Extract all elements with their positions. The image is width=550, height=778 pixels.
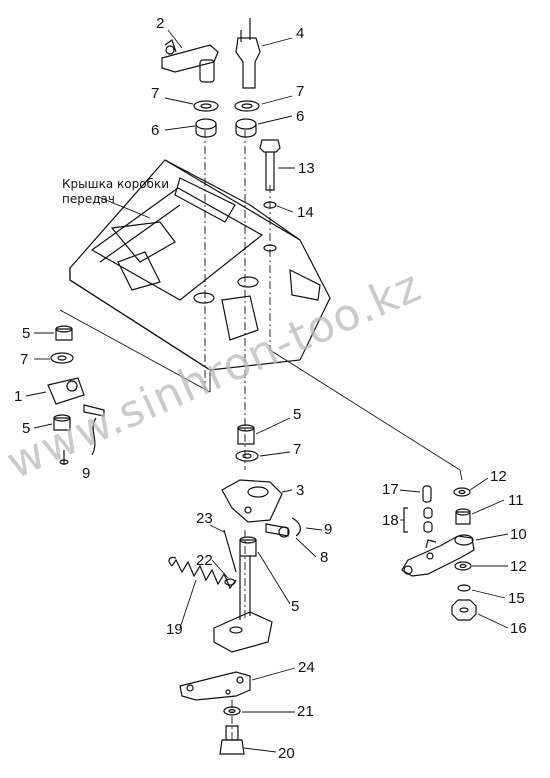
callout-label: 9 [324,521,333,538]
callout-label: 12 [490,468,507,485]
part-1-block [47,377,85,405]
lower-lever-block [213,556,273,653]
seal-6-right [235,118,257,138]
callout-label: 8 [320,549,329,566]
plate-24 [179,671,251,701]
bushing-5-lower-left [53,414,71,431]
callout-label: 7 [293,441,302,458]
callout-label: 2 [156,15,165,32]
part-3-bracket [221,479,283,523]
pin-8 [265,517,301,538]
washer-7-left-group [50,352,74,364]
cover-caption-line-2: передач [62,192,115,206]
seal-6-left [195,118,217,138]
bushing-11 [455,508,471,525]
callout-label: 7 [20,351,29,368]
callout-label: 18 [382,512,399,529]
callout-label: 14 [297,204,314,221]
washer-7-right [234,100,260,112]
callout-label: 13 [298,160,315,177]
pin-22 [224,578,236,586]
pins-18 [403,507,433,533]
callout-label: 11 [508,492,524,509]
callout-label: 20 [278,745,295,762]
bushing-5-lower [239,536,257,557]
callout-label: 16 [510,620,527,637]
callout-label: 6 [151,122,160,139]
pin-9-left [59,404,105,465]
o-ring-14 [263,201,277,209]
callout-label: 10 [510,526,527,543]
cover-caption-line-1: Крышка коробки [62,177,170,191]
callout-label: 7 [296,83,305,100]
callout-label: 4 [296,25,305,42]
washer-7-middle [235,450,259,462]
washer-21 [223,706,241,716]
callout-label: 24 [298,659,315,676]
leader-lines [59,309,463,481]
bushing-5-upper-left [55,325,73,341]
callout-label: 5 [22,325,31,342]
callout-label: 15 [508,590,525,607]
callout-label: 19 [166,621,183,638]
lever-10 [401,534,475,577]
callout-label: 5 [293,406,302,423]
callout-leaders [25,29,509,753]
part-2-lever [161,39,219,83]
callout-label: 1 [14,388,23,405]
callout-label: 3 [296,482,305,499]
bushing-5-middle [237,424,255,445]
pin-17 [422,485,432,503]
bolt-13 [259,139,281,191]
callout-label: 21 [297,703,314,720]
callout-label: 23 [196,510,213,527]
callout-label: 9 [82,465,91,482]
callout-label: 6 [296,108,305,125]
callout-label: 5 [22,420,31,437]
nut-16 [451,599,477,621]
callout-label: 22 [196,552,213,569]
washer-15 [457,584,471,592]
callout-label: 12 [510,558,527,575]
washer-12-lower [454,561,472,571]
part-4-shaft [235,18,261,89]
pin-23 [223,529,237,573]
washer-7-left [193,100,219,112]
cover-caption: Крышка коробки передач [62,177,169,207]
spring-19 [168,556,237,590]
bolt-20 [219,725,245,755]
callout-label: 17 [382,481,399,498]
callout-label: 5 [291,598,300,615]
callout-label: 7 [151,85,160,102]
washer-12-upper [453,487,471,497]
